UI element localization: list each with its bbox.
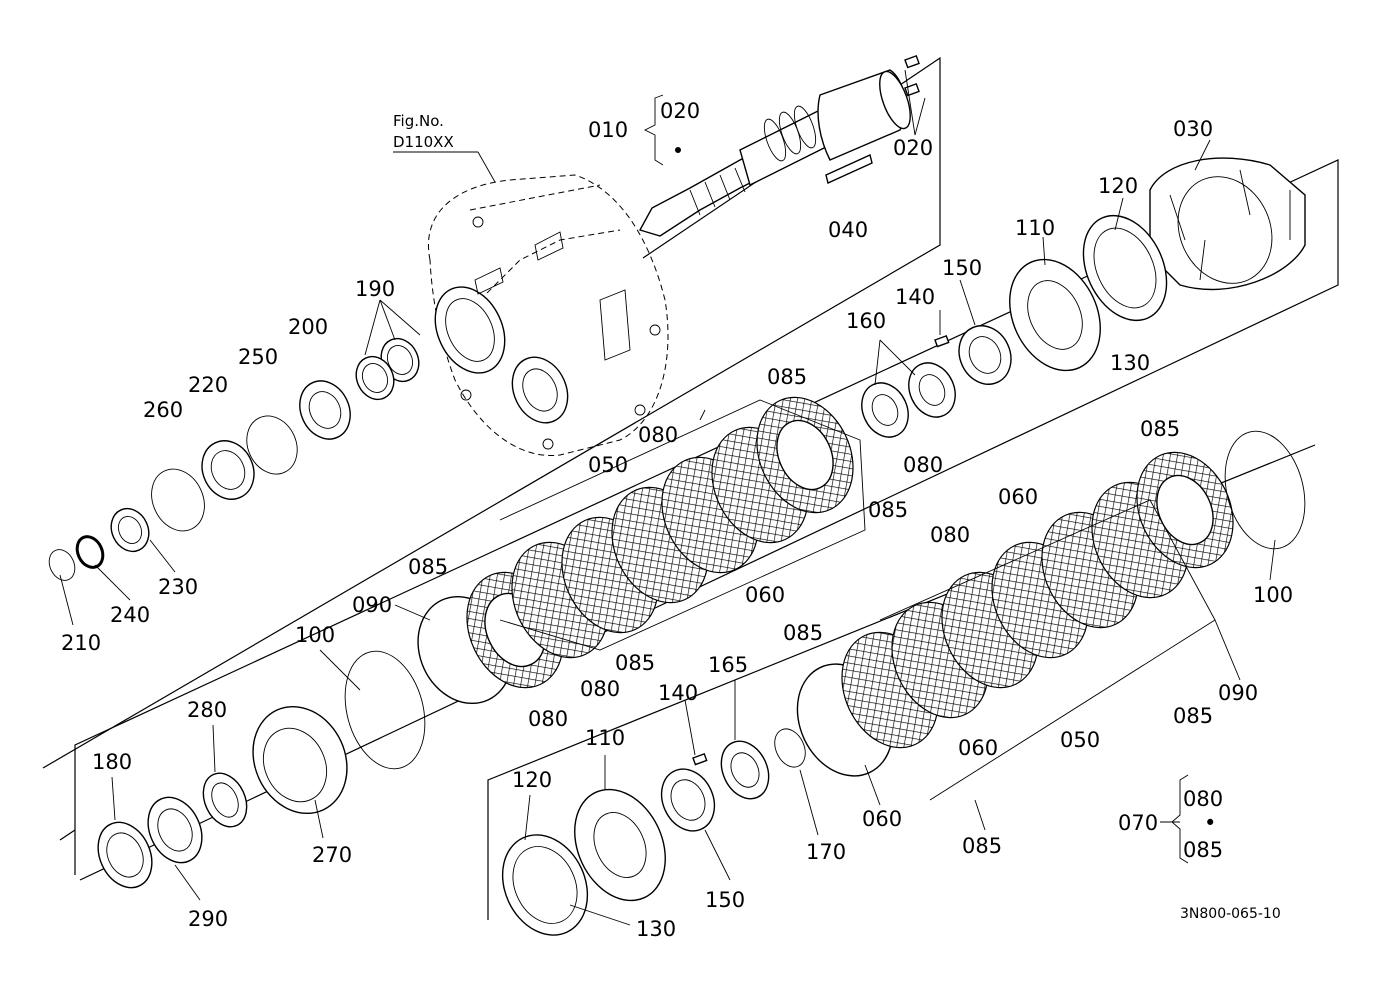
left-shaft-parts xyxy=(48,337,420,581)
part-label: 160 xyxy=(846,309,886,333)
part-label: 085 xyxy=(1173,704,1213,728)
group-parent-label: 010 xyxy=(588,118,628,142)
part-label: 140 xyxy=(658,681,698,705)
part-label: 110 xyxy=(585,726,625,750)
lower-left-parts xyxy=(97,705,348,889)
part-labels: 020 040 030 120 110 130 190 200 250 220 … xyxy=(61,117,1293,941)
part-label: 085 xyxy=(615,651,655,675)
legend-second-label: 085 xyxy=(1183,838,1223,862)
part-label: 085 xyxy=(868,498,908,522)
part-label: 080 xyxy=(580,677,620,701)
part-label: 080 xyxy=(903,453,943,477)
part-label: 220 xyxy=(188,373,228,397)
part-label: 190 xyxy=(355,277,395,301)
part-label: 060 xyxy=(998,485,1038,509)
part-label: 085 xyxy=(408,555,448,579)
part-label: 085 xyxy=(962,834,1002,858)
part-label: 130 xyxy=(636,917,676,941)
figure-ref-caption: Fig.No. xyxy=(393,112,444,130)
part-label: 280 xyxy=(187,698,227,722)
part-label: 085 xyxy=(783,621,823,645)
part-label: 060 xyxy=(862,807,902,831)
lower-middle-parts xyxy=(501,728,806,936)
part-label: 080 xyxy=(638,423,678,447)
part-label: 150 xyxy=(705,888,745,912)
part-label: 260 xyxy=(143,398,183,422)
part-label: 085 xyxy=(1140,417,1180,441)
part-label: 060 xyxy=(958,736,998,760)
part-label: 250 xyxy=(238,345,278,369)
part-label: 080 xyxy=(528,707,568,731)
legend-first-label: 080 xyxy=(1183,787,1223,811)
part-label: 170 xyxy=(806,840,846,864)
figure-ref-code: D110XX xyxy=(393,133,454,151)
legend-group-010: 010 020 xyxy=(588,94,700,166)
leader-lines xyxy=(59,69,1276,926)
legend-parent-label: 070 xyxy=(1118,811,1158,835)
part-label: 230 xyxy=(158,575,198,599)
upper-clutch-pack xyxy=(417,396,866,705)
group-child-label: 020 xyxy=(660,99,700,123)
clutch-drum-drawing xyxy=(1149,157,1306,291)
part-label: 100 xyxy=(295,623,335,647)
part-label: 090 xyxy=(1218,681,1258,705)
part-label: 110 xyxy=(1015,216,1055,240)
part-label: 200 xyxy=(288,315,328,339)
part-label: 270 xyxy=(312,843,352,867)
part-label: 120 xyxy=(512,768,552,792)
lower-clutch-pack xyxy=(344,430,1306,801)
legend-070: 070 080 • 085 xyxy=(1118,774,1223,864)
part-label: 130 xyxy=(1110,351,1150,375)
upper-right-parts xyxy=(861,214,1168,438)
main-shaft-drawing xyxy=(638,54,920,237)
part-label: 085 xyxy=(767,365,807,389)
clutch-housing-drawing xyxy=(428,174,669,457)
part-label: 050 xyxy=(588,453,628,477)
part-label: 060 xyxy=(745,583,785,607)
part-label: 150 xyxy=(942,256,982,280)
part-label: 240 xyxy=(110,603,150,627)
part-label: 080 xyxy=(930,523,970,547)
part-label: 210 xyxy=(61,631,101,655)
part-label: 100 xyxy=(1253,583,1293,607)
part-label: 165 xyxy=(708,653,748,677)
part-label: 140 xyxy=(895,285,935,309)
drawing-number: 3N800-065-10 xyxy=(1180,906,1281,922)
part-label: 180 xyxy=(92,750,132,774)
part-label: 050 xyxy=(1060,728,1100,752)
part-label: 020 xyxy=(893,136,933,160)
part-label: 030 xyxy=(1173,117,1213,141)
legend-bullet: • xyxy=(1204,811,1216,835)
part-label: 040 xyxy=(828,218,868,242)
part-label: 290 xyxy=(188,907,228,931)
part-label: 120 xyxy=(1098,174,1138,198)
part-label: 090 xyxy=(352,593,392,617)
